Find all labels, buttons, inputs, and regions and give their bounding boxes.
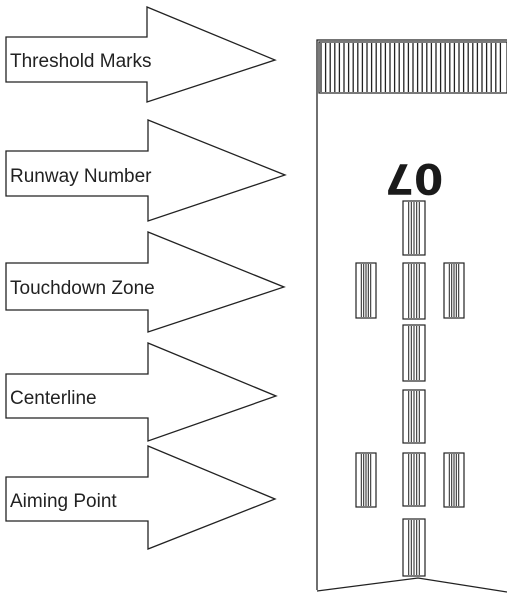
- aiming-point-mark: [355, 452, 377, 508]
- touchdown-zone-mark: [355, 262, 377, 319]
- arrow-shape: [5, 445, 277, 550]
- label-centerline: Centerline: [10, 388, 97, 409]
- runway: 07: [316, 39, 507, 593]
- aiming-point-mark: [443, 452, 465, 508]
- runway-continuation-chevron: [316, 577, 507, 593]
- runway-markings: [355, 200, 465, 577]
- arrow-shape: [5, 342, 278, 442]
- centerline-stripe: [402, 452, 426, 507]
- centerline-stripe: [402, 324, 426, 382]
- threshold-stripes: [320, 43, 502, 92]
- touchdown-zone-mark: [443, 262, 465, 319]
- label-touchdown-zone: Touchdown Zone: [10, 278, 155, 299]
- centerline-stripe: [402, 518, 426, 577]
- runway-number: 07: [385, 154, 443, 203]
- arrow-centerline: Centerline: [5, 342, 278, 442]
- label-threshold-marks: Threshold Marks: [10, 51, 152, 72]
- arrow-shape: [5, 6, 277, 103]
- arrow-aiming-point: Aiming Point: [5, 445, 277, 550]
- arrow-touchdown-zone: Touchdown Zone: [5, 231, 286, 333]
- arrow-shape: [5, 231, 286, 333]
- arrow-shape: [5, 119, 287, 222]
- arrow-runway-number: Runway Number: [5, 119, 287, 222]
- label-runway-number: Runway Number: [10, 166, 152, 187]
- runway-outline: [316, 39, 507, 590]
- centerline-stripe: [402, 389, 426, 444]
- centerline-stripe: [402, 200, 426, 256]
- arrow-threshold-marks: Threshold Marks: [5, 6, 277, 103]
- centerline-stripe: [402, 262, 426, 320]
- label-aiming-point: Aiming Point: [10, 491, 117, 512]
